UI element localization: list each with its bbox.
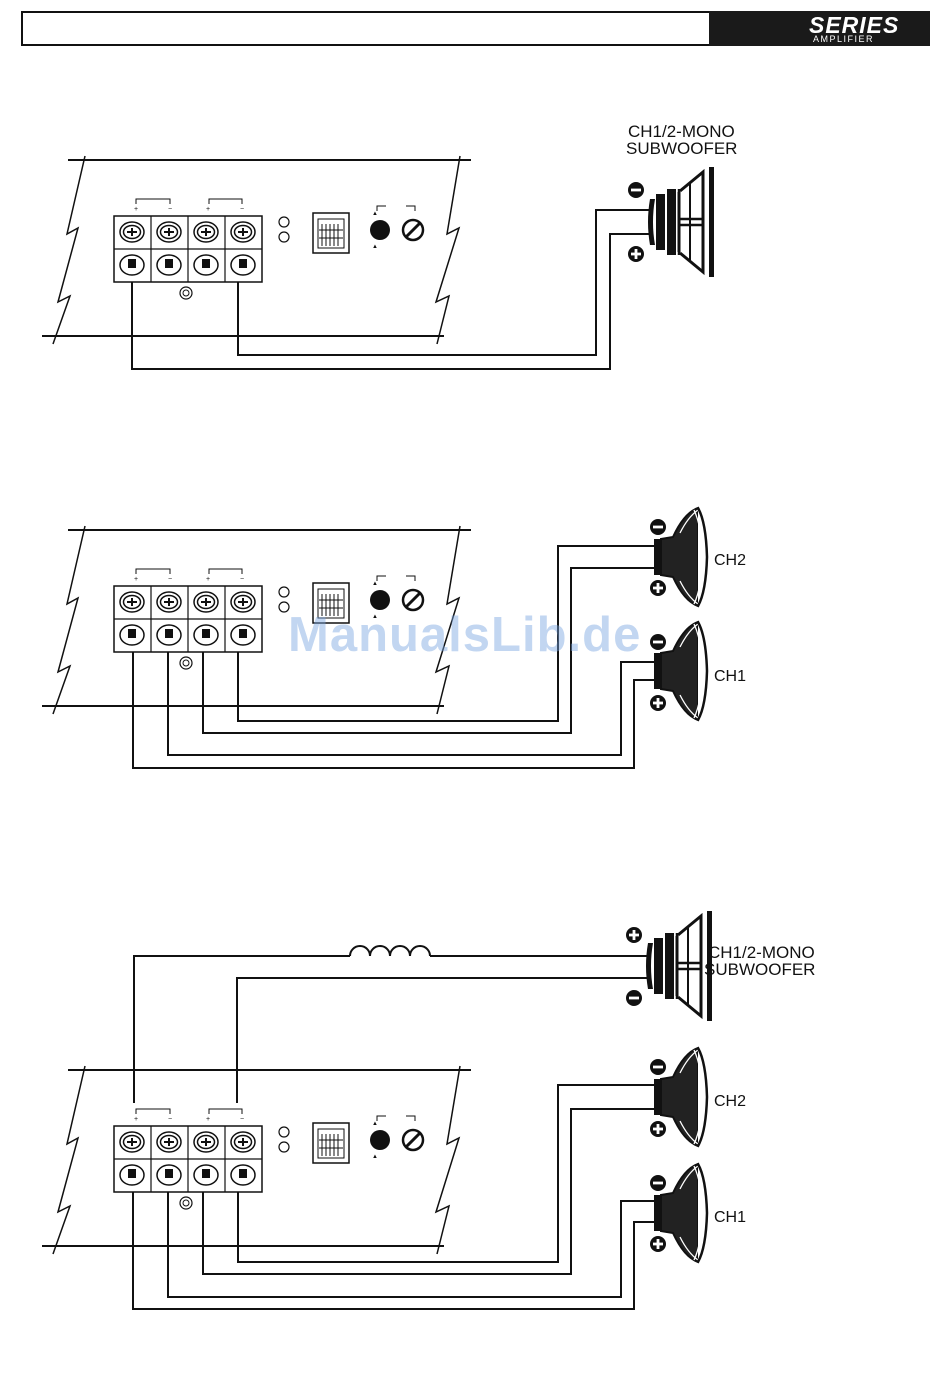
minus-icon	[650, 634, 666, 650]
subwoofer-3	[646, 911, 712, 1021]
wire-3a	[238, 1085, 660, 1262]
sub-label-line2: SUBWOOFER	[704, 960, 815, 979]
watermark: ManualsLib.de	[288, 607, 641, 663]
plus-icon	[650, 695, 666, 711]
ch1-label: CH1	[714, 1209, 746, 1226]
ch2-label: CH2	[714, 1093, 746, 1110]
ch1-label: CH1	[714, 668, 746, 685]
plus-icon	[650, 580, 666, 596]
inductor-coil	[350, 946, 430, 956]
minus-icon	[650, 1175, 666, 1191]
plus-icon	[626, 927, 642, 943]
diagram-1-mono-bridge: CH1/2-MONO SUBWOOFER	[42, 122, 737, 369]
minus-icon	[628, 182, 644, 198]
plus-icon	[628, 246, 644, 262]
wire-1-negative	[238, 210, 650, 355]
wire-3c	[168, 1175, 660, 1297]
ch2-label: CH2	[714, 552, 746, 569]
minus-icon	[626, 990, 642, 1006]
minus-icon	[650, 1059, 666, 1075]
diagram-3-tri-mode: CH1/2-MONO SUBWOOFER CH2 CH1	[42, 911, 815, 1309]
amplifier-1	[42, 156, 471, 344]
sub-label-line2: SUBWOOFER	[626, 139, 737, 158]
plus-icon	[650, 1236, 666, 1252]
amplifier-3	[42, 1066, 471, 1254]
plus-icon	[650, 1121, 666, 1137]
wire-3d	[133, 1175, 660, 1309]
subwoofer-1	[648, 167, 714, 277]
wire-3b	[203, 1109, 660, 1274]
minus-icon	[650, 519, 666, 535]
